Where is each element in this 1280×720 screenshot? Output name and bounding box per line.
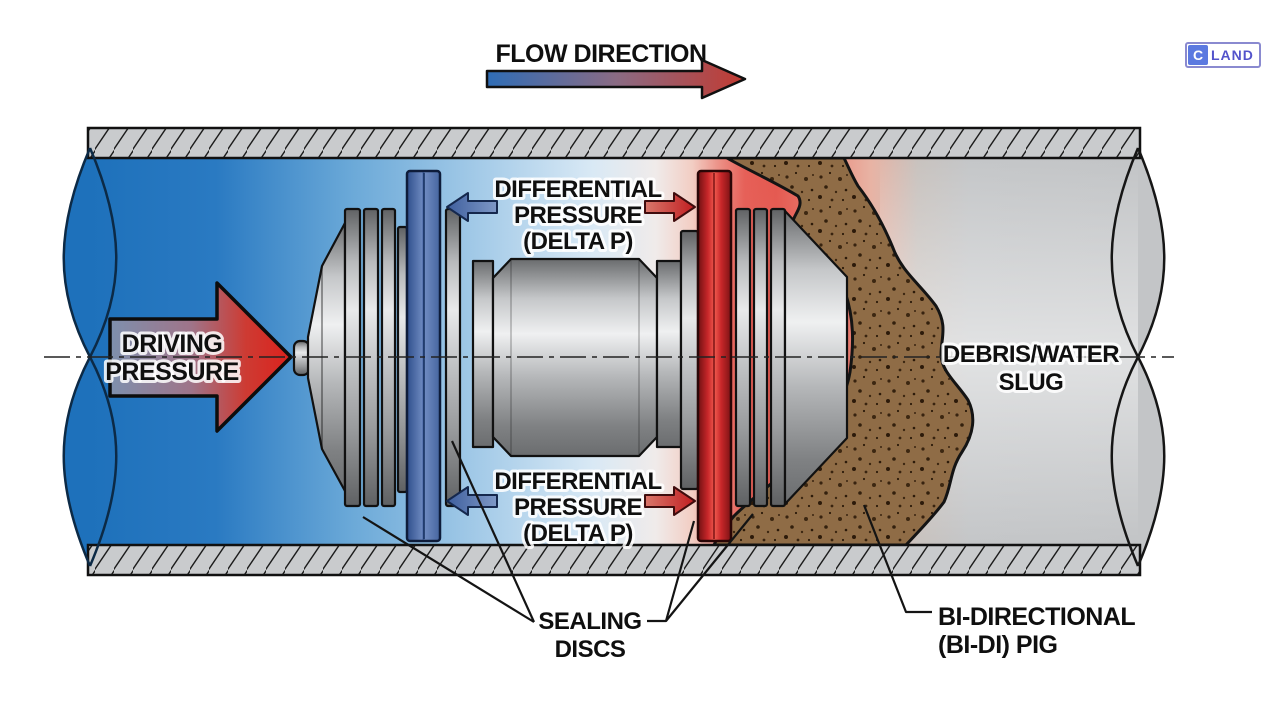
pig-neck-left [471, 259, 495, 449]
sealing-line1: SEALING [538, 608, 641, 635]
pipe-break-left-fill [63, 150, 90, 564]
diff-arrow-left-top-icon [446, 192, 498, 222]
diff-bottom-line3: (DELTA P) [523, 520, 633, 547]
flow-direction-arrow-icon [485, 58, 747, 100]
debris-line2: SLUG [999, 369, 1064, 396]
diff-arrow-right-bottom-icon [644, 486, 696, 516]
sealing-line2: DISCS [555, 636, 626, 663]
sealing-leader-left-2 [450, 440, 536, 623]
bidi-line1: BI-DIRECTIONAL [938, 603, 1135, 631]
pig-nose-cap [292, 339, 311, 377]
pig-neck-right [655, 259, 683, 449]
diff-top-line3: (DELTA P) [523, 228, 633, 255]
watermark-logo: C LAND [1185, 42, 1261, 68]
bidi-pig-label: BI-DIRECTIONAL (BI-DI) PIG [938, 603, 1136, 659]
diff-top-line2: PRESSURE [514, 202, 643, 229]
diff-bottom-line2: PRESSURE [514, 494, 643, 521]
driving-pressure-label-1: DRIVING [122, 330, 223, 358]
pig-tail-cone [783, 209, 849, 506]
sealing-leader-right-2 [665, 513, 754, 622]
debris-water-slug-label: DEBRIS/WATER SLUG [940, 338, 1123, 399]
diff-bottom-line1: DIFFERENTIAL [494, 468, 661, 495]
driving-pressure-arrow: DRIVING PRESSURE [102, 281, 293, 433]
diff-top-line1: DIFFERENTIAL [494, 176, 661, 203]
pig-hub-disc [679, 229, 700, 491]
pipe-break-right-fill [1138, 150, 1165, 564]
leader-lines [362, 440, 932, 623]
diff-arrow-left-bottom-icon [446, 486, 498, 516]
differential-pressure-top: DIFFERENTIAL PRESSURE (DELTA P) [446, 173, 696, 258]
debris-line1: DEBRIS/WATER [943, 341, 1119, 368]
flow-direction-header: FLOW DIRECTION [485, 40, 747, 100]
flow-direction-label: FLOW DIRECTION [495, 40, 706, 68]
bidi-line2: (BI-DI) PIG [938, 631, 1058, 659]
pipe-wall-top [86, 126, 1142, 160]
driving-pressure-label-2: PRESSURE [105, 358, 239, 386]
diff-arrow-right-top-icon [644, 192, 696, 222]
sealing-leader-left-1 [362, 516, 535, 623]
pipe-wall-bottom [86, 543, 1142, 577]
bidi-leader [862, 504, 932, 614]
sealing-discs-label: SEALING DISCS [538, 608, 642, 663]
logo-text: LAND [1211, 47, 1254, 63]
logo-icon: C [1188, 45, 1208, 65]
differential-pressure-bottom: DIFFERENTIAL PRESSURE (DELTA P) [446, 465, 696, 550]
